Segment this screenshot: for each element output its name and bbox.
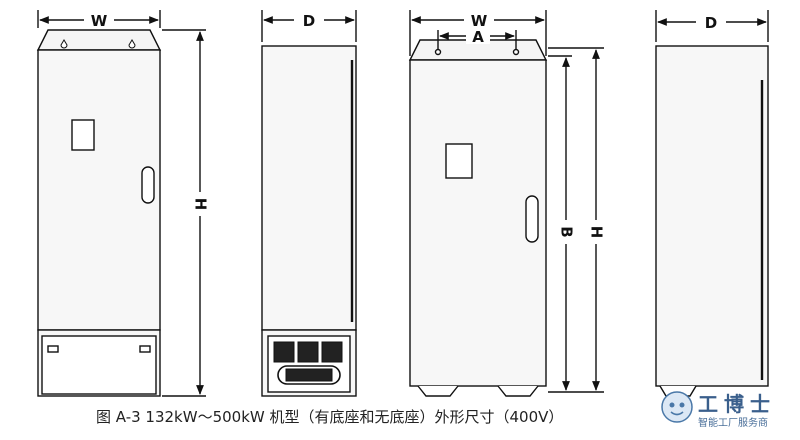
watermark-title: 工博士 [698,392,776,416]
dim-label-d1: D [303,12,315,30]
view-side-with-base [261,10,357,397]
dim-label-d2: D [705,14,717,32]
view-front-without-base [408,10,604,397]
dim-label-w2: W [471,12,488,30]
watermark-subtitle: 智能工厂服务商 [698,418,768,429]
dim-label-h2: H [588,226,606,239]
view-front-with-base [36,10,206,397]
robot-logo-icon [661,391,693,423]
dim-label-h1: H [192,198,210,211]
dim-label-b2: B [558,226,576,237]
dim-label-w1: W [91,12,108,30]
figure-caption: 图 A-3 132kW～500kW 机型（有底座和无底座）外形尺寸（400V） [96,408,564,426]
watermark: 工博士 智能工厂服务商 [660,386,800,436]
dim-label-a2: A [472,28,484,46]
view-side-without-base [655,10,769,397]
